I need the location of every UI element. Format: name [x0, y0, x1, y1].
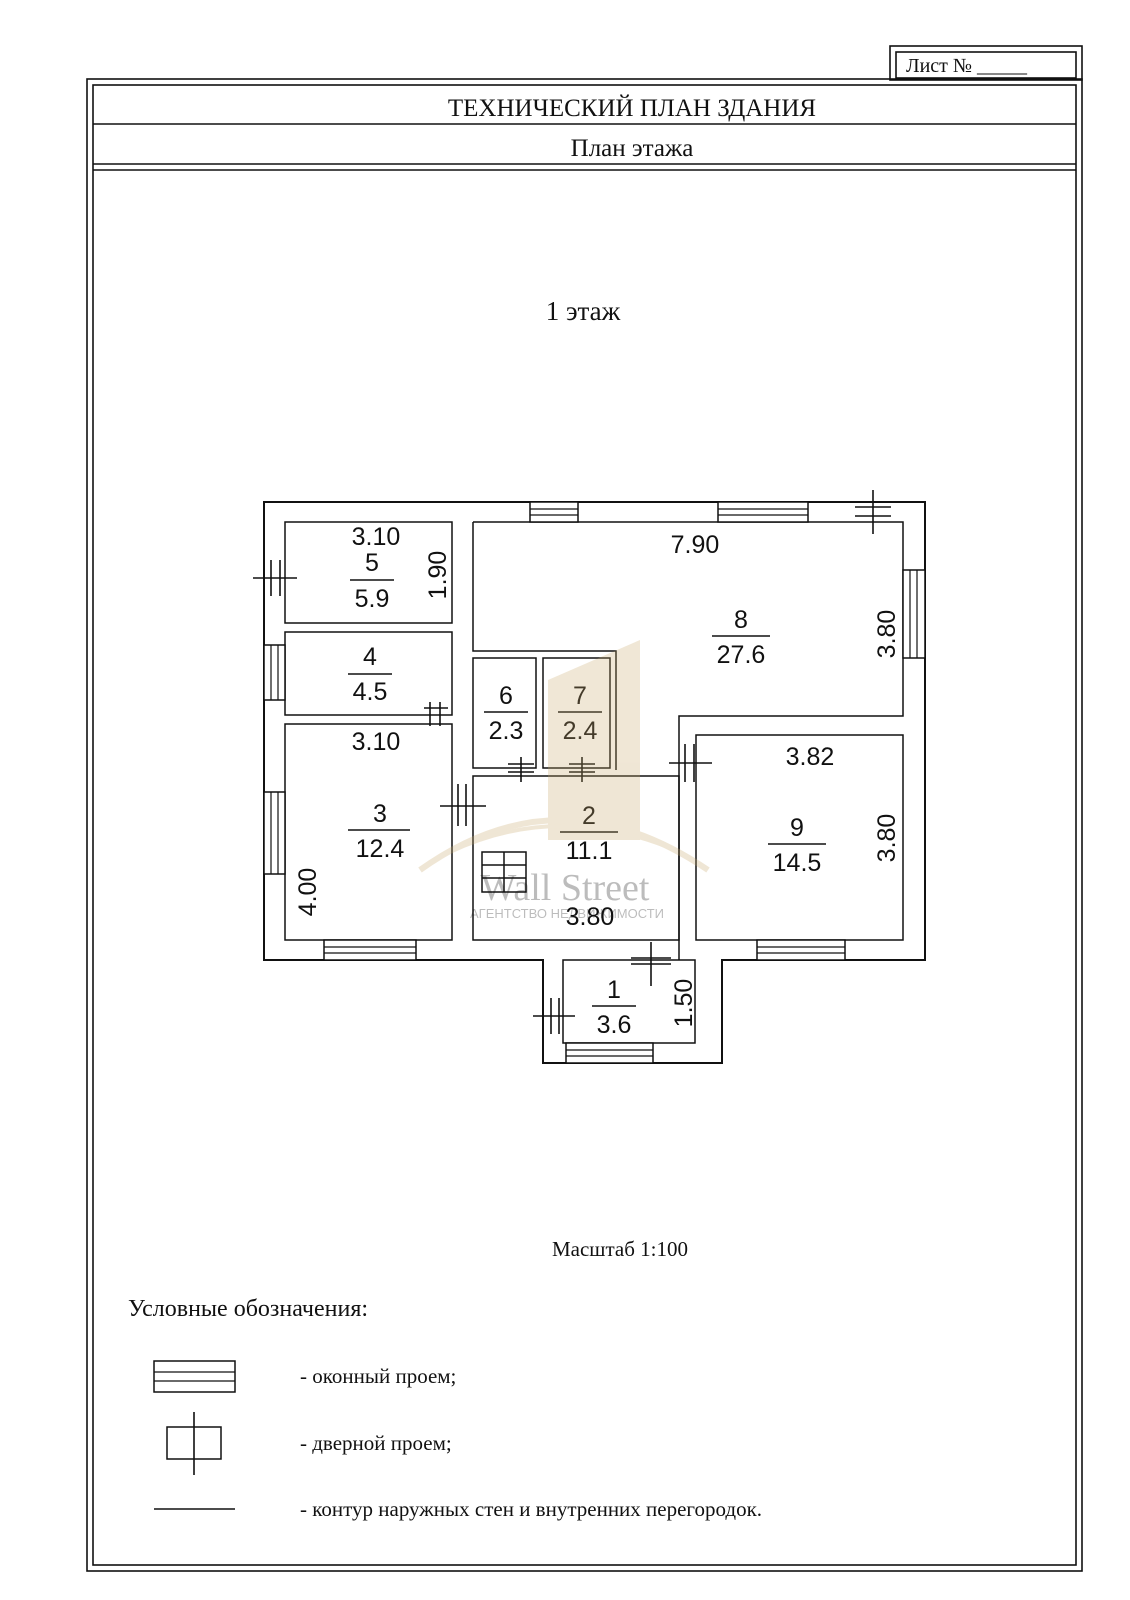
room-8-number: 8 [734, 606, 748, 634]
room-5-outline [284, 521, 453, 624]
door-room5-exterior [253, 560, 297, 596]
sheet-frame [86, 78, 1083, 1572]
room-5-label: 5 5.9 [350, 549, 394, 613]
door-room1-inner [631, 942, 671, 986]
room-8-area: 27.6 [717, 641, 766, 669]
stair-icon [481, 851, 527, 893]
document-subtitle: План этажа [571, 135, 694, 162]
room-8-width-dimension: 7.90 [671, 531, 720, 559]
room-3-number: 3 [373, 800, 387, 828]
room-5-area: 5.9 [355, 585, 390, 613]
room-2-label: 2 11.1 [560, 802, 618, 865]
door-room4 [424, 702, 448, 726]
room-9-label: 9 14.5 [768, 814, 826, 877]
room-1-height-dimension: 1.50 [670, 979, 698, 1028]
door-room9 [669, 744, 712, 782]
door-room6 [508, 757, 534, 782]
room-2-outline [472, 775, 680, 941]
room-2-number: 2 [582, 802, 596, 830]
room-9-width-dimension: 3.82 [786, 743, 835, 771]
building-logo-icon [418, 640, 710, 873]
room-6-number: 6 [499, 682, 513, 710]
room-5-width-dimension: 3.10 [352, 523, 401, 551]
door-room8-exterior [855, 490, 891, 534]
room-5-number: 5 [365, 549, 379, 577]
room-8-height-dimension: 3.80 [873, 610, 901, 659]
room-1-number: 1 [607, 976, 621, 1004]
room-7-label: 7 2.4 [558, 682, 602, 745]
window-left-room3 [263, 791, 286, 875]
watermark-tagline: АГЕНТСТВО НЕДВИЖИМОСТИ [470, 906, 664, 921]
room-4-label: 4 4.5 [348, 643, 392, 706]
room-7-number: 7 [573, 682, 587, 710]
legend: Условные обозначения: - оконный проем; -… [128, 1296, 762, 1521]
room-6-label: 6 2.3 [484, 682, 528, 745]
window-bottom-room1 [565, 1042, 654, 1064]
window-top-2 [717, 501, 809, 523]
room-1-area: 3.6 [597, 1011, 632, 1039]
room-4-area: 4.5 [353, 678, 388, 706]
room-9-area: 14.5 [773, 849, 822, 877]
room-6-area: 2.3 [489, 717, 524, 745]
room-3-height-dimension: 4.00 [294, 868, 322, 917]
room-8-label: 8 27.6 [712, 606, 770, 669]
floor-label: 1 этаж [546, 296, 621, 326]
room-7-area: 2.4 [563, 717, 598, 745]
legend-window-text: - оконный проем; [300, 1364, 456, 1388]
room-5-height-dimension: 1.90 [424, 551, 452, 600]
floor-plan: 5 5.9 4 4.5 3 12.4 6 2.3 7 2.4 2 11.1 [253, 490, 926, 1064]
room-3-label: 3 12.4 [348, 800, 410, 863]
legend-door-text: - дверной проем; [300, 1431, 452, 1455]
window-opening-icon [153, 1360, 236, 1393]
door-room1-exterior [533, 998, 575, 1034]
room-9-number: 9 [790, 814, 804, 842]
window-top-1 [529, 501, 579, 523]
document-title: ТЕХНИЧЕСКИЙ ПЛАН ЗДАНИЯ [448, 94, 816, 122]
watermark-brand: Wall Street [481, 867, 650, 909]
room-9-height-dimension: 3.80 [873, 814, 901, 863]
window-bottom-room3 [323, 939, 417, 961]
room-2-area: 11.1 [566, 837, 613, 865]
wall-street-watermark: Wall Street АГЕНТСТВО НЕДВИЖИМОСТИ [418, 640, 710, 921]
scale-label: Масштаб 1:100 [552, 1237, 688, 1261]
room-2-width-dimension: 3.80 [566, 903, 615, 931]
window-bottom-room9 [756, 939, 846, 961]
legend-title: Условные обозначения: [128, 1296, 368, 1322]
room-1-label: 1 3.6 [592, 976, 636, 1039]
room-3-width-dimension: 3.10 [352, 728, 401, 756]
window-right-room8 [902, 569, 926, 659]
sheet-number-label: Лист № _____ [906, 55, 1028, 77]
room-3-area: 12.4 [356, 835, 405, 863]
window-left-room4 [263, 644, 286, 701]
door-room3 [440, 784, 486, 826]
room-4-number: 4 [363, 643, 377, 671]
door-room7 [569, 757, 595, 782]
room-7-outline [542, 657, 611, 769]
room-6-outline [472, 657, 537, 769]
door-opening-icon [166, 1412, 222, 1475]
sheet-number-box: Лист № _____ [889, 45, 1083, 81]
legend-contour-text: - контур наружных стен и внутренних пере… [300, 1497, 762, 1521]
